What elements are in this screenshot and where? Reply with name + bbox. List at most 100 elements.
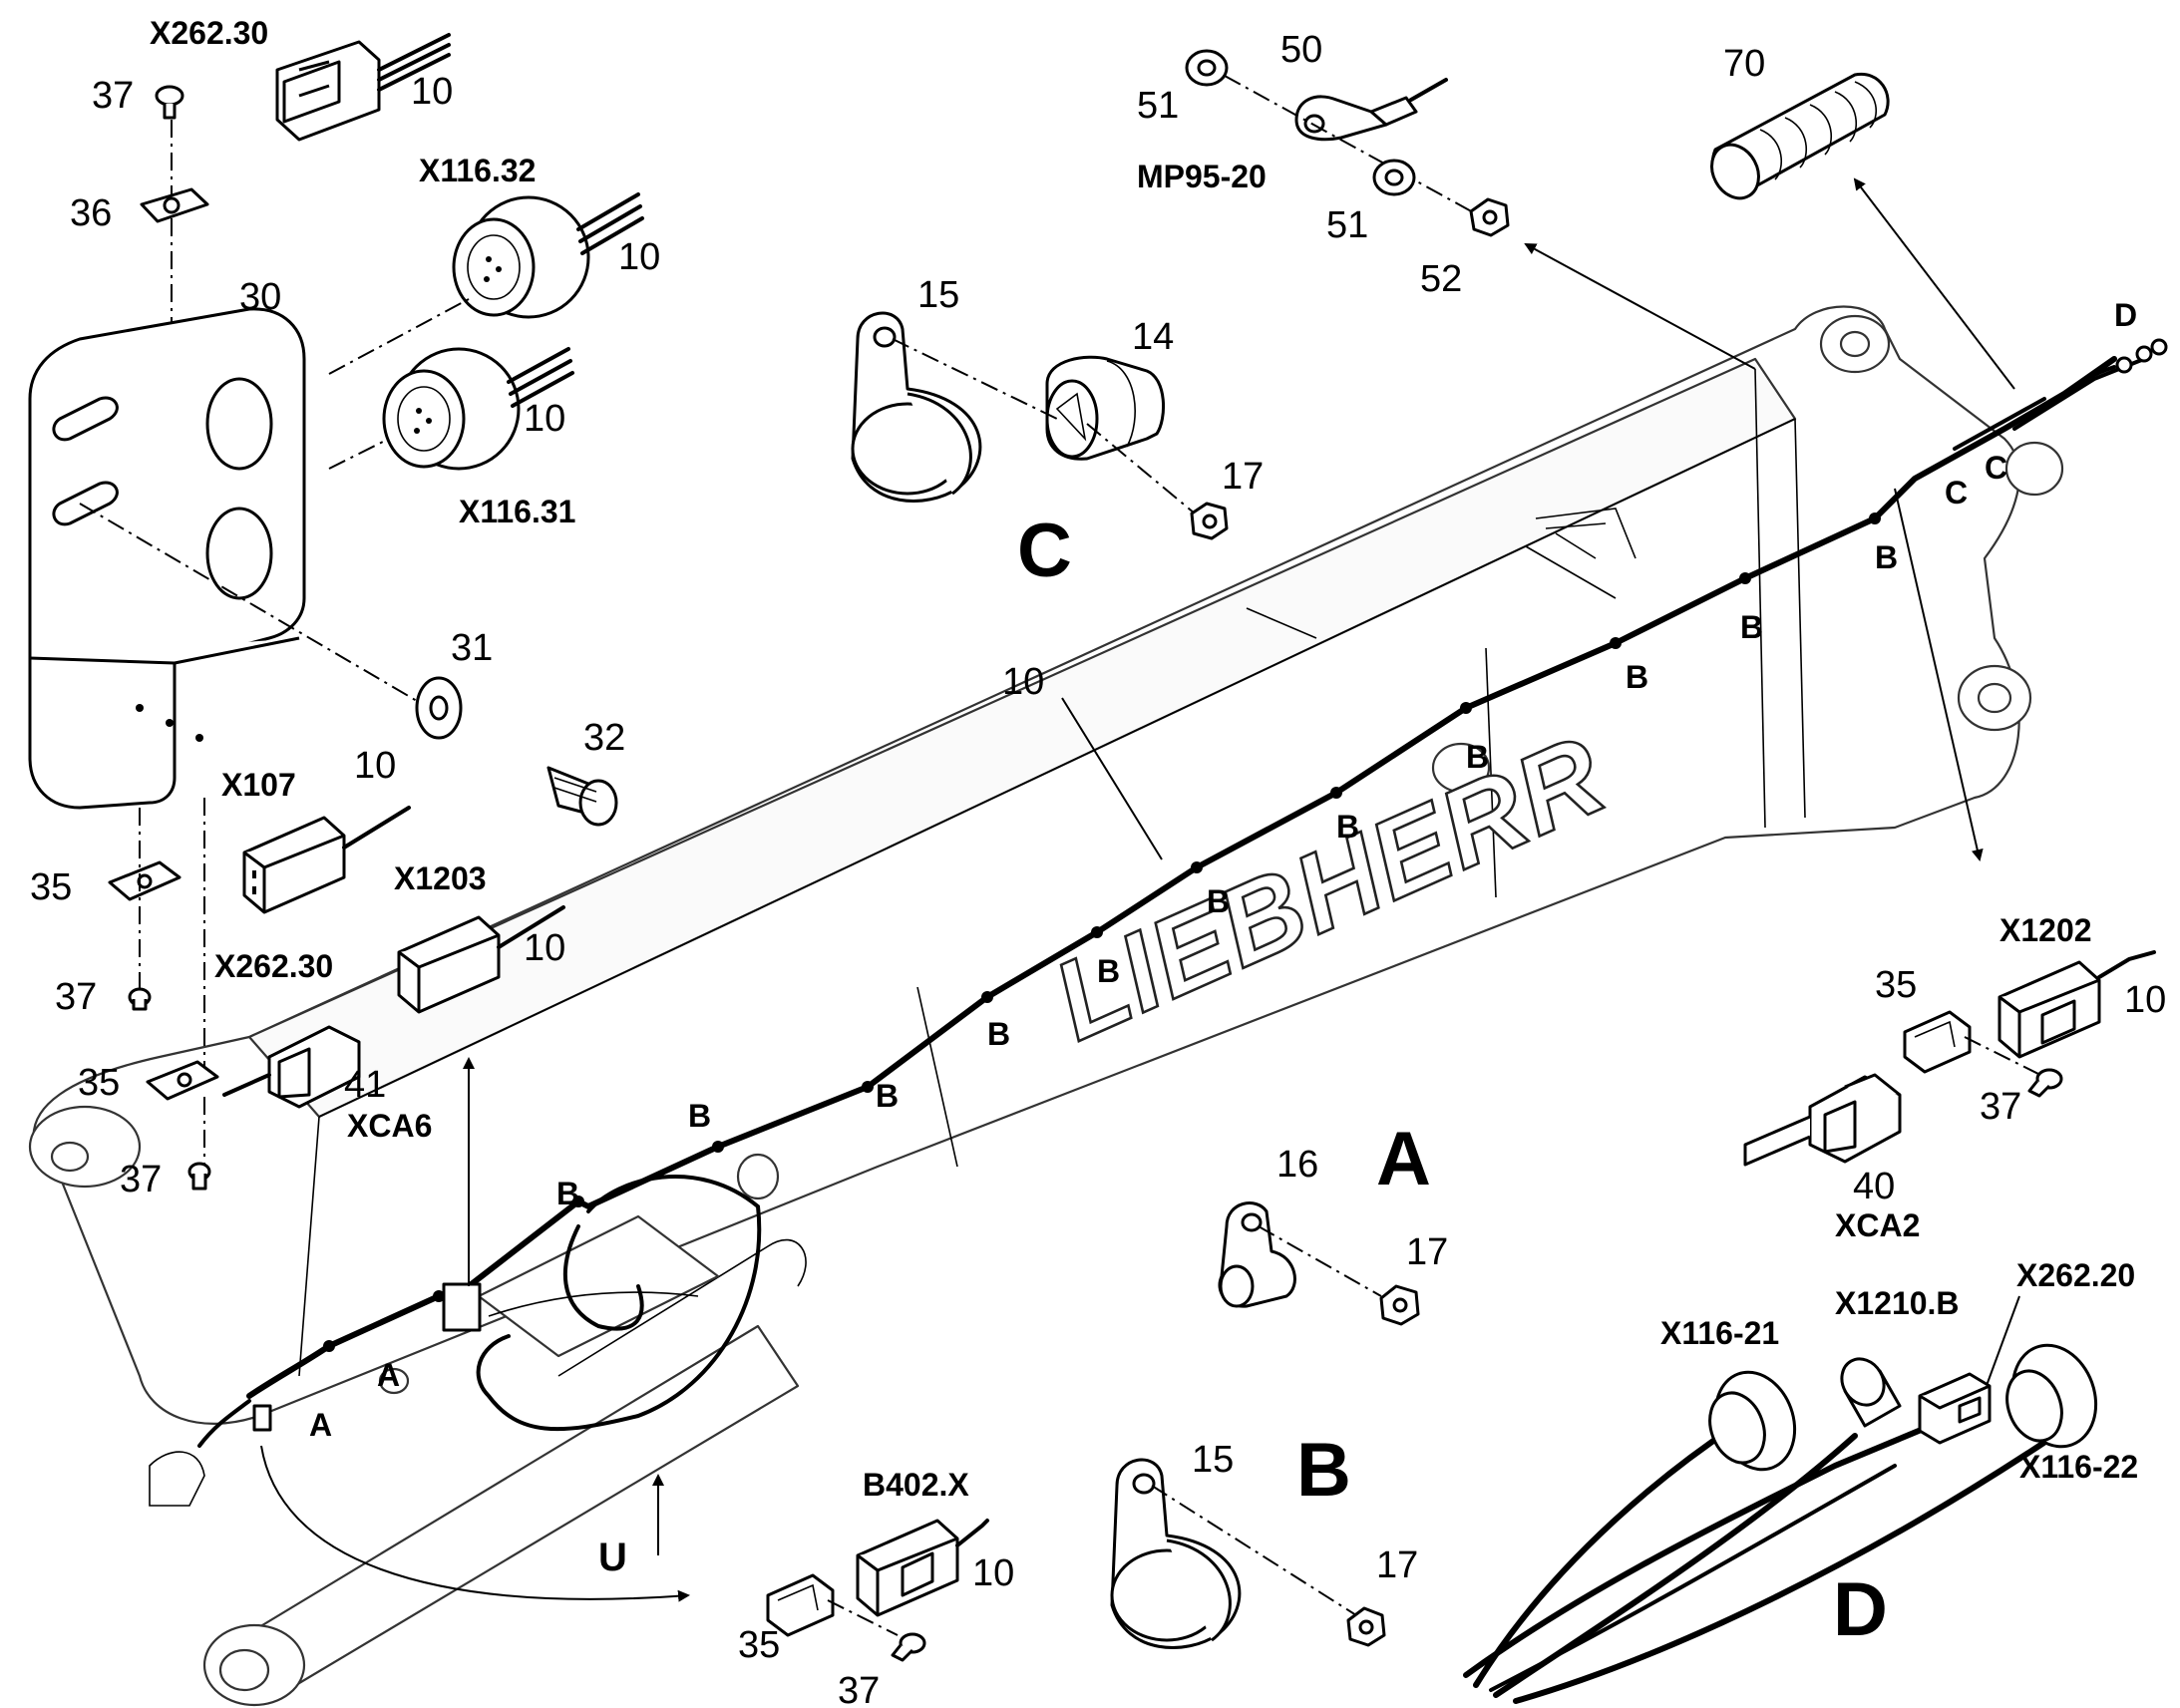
small-connector	[252, 1404, 272, 1432]
clip-label-c: C	[1945, 475, 1968, 511]
round-connector	[2005, 1343, 2098, 1449]
screw-part	[2027, 1068, 2063, 1098]
item-number: 52	[1420, 258, 1462, 300]
clip-label-b: B	[987, 1016, 1010, 1052]
item-number: 41	[344, 1064, 386, 1106]
clip-label-b: B	[1336, 809, 1359, 845]
screw-part	[155, 85, 184, 120]
screw-part	[891, 1632, 926, 1662]
connector-plug	[275, 33, 451, 142]
detail-right-connectors: X1202 10 35 37 40 XCA2	[1743, 488, 2166, 1243]
callout-main-harness: 10	[1002, 661, 1163, 860]
p-clip	[1218, 1201, 1296, 1308]
rectangular-connector	[856, 1519, 989, 1617]
nut-plate-part	[766, 1573, 835, 1637]
item-number: 10	[524, 927, 565, 969]
connector-plug	[1743, 1073, 1902, 1167]
connector-code: X262.30	[150, 15, 268, 51]
clip-label-a: A	[309, 1407, 332, 1443]
item-number: 32	[583, 717, 625, 759]
detail-section-c: 15 14 17 C	[851, 274, 1264, 593]
detail-spiral-sleeve: 70	[1710, 43, 2015, 390]
detail-section-b: 15 B 17	[1110, 1428, 1418, 1649]
item-number: 70	[1723, 43, 1765, 85]
cylindrical-sensor-plug	[1840, 1357, 1902, 1428]
item-number: 37	[92, 75, 134, 117]
bolt-part	[546, 766, 618, 827]
item-number: 17	[1222, 456, 1264, 498]
item-number: 35	[1875, 964, 1917, 1006]
item-number: 10	[972, 1552, 1014, 1594]
detail-section-a: A 16 17	[1218, 1117, 1448, 1326]
connector-plug	[222, 1025, 361, 1109]
round-connector	[1708, 1370, 1797, 1472]
rectangular-connector	[1998, 950, 2156, 1059]
item-number: 51	[1326, 204, 1368, 246]
nut-part	[1346, 1606, 1386, 1647]
harness-end-connector	[2115, 356, 2133, 374]
item-number: 51	[1137, 85, 1179, 127]
round-connector	[382, 347, 574, 471]
item-number: 15	[917, 274, 959, 316]
item-number: 10	[1002, 661, 1044, 703]
item-number: 37	[1980, 1086, 2021, 1128]
item-number: 10	[411, 71, 453, 113]
rectangular-connector	[1918, 1372, 1992, 1445]
detail-section-d: X116-21 X1210.B X262.20 X116-22 D	[1463, 1257, 2138, 1704]
clip-label-b: B	[1097, 953, 1120, 989]
detail-connector-bracket: X262.30 37 10 36 X116.32 10	[28, 15, 660, 1286]
connector-code: X116-22	[2019, 1449, 2138, 1485]
nut-plate-part	[1903, 1010, 1972, 1074]
connector-code: X116-21	[1660, 1315, 1779, 1351]
ring-terminal	[1294, 78, 1448, 142]
screw-part	[187, 1162, 211, 1191]
spiral-protection-sleeve	[1710, 72, 1890, 200]
rectangular-connector	[397, 905, 565, 1014]
section-label: B	[1296, 1428, 1351, 1513]
nut-part	[1190, 502, 1229, 540]
item-number: 50	[1280, 29, 1322, 71]
view-arrow-label: U	[598, 1536, 627, 1579]
rubber-insert	[1045, 355, 1166, 461]
connector-code: XCA2	[1835, 1207, 1920, 1243]
section-label: D	[1833, 1567, 1888, 1652]
item-number: 15	[1192, 1439, 1234, 1481]
harness-end-connector	[2150, 338, 2168, 356]
nut-part	[1379, 1284, 1420, 1326]
connector-code: X1210.B	[1835, 1285, 1960, 1321]
clip-label-d: D	[2114, 297, 2137, 333]
item-number: 35	[738, 1624, 780, 1666]
section-label: A	[1376, 1117, 1431, 1201]
item-number: 37	[55, 976, 97, 1018]
washer-part	[1372, 159, 1416, 196]
washer-part	[1185, 49, 1229, 87]
hose-clamp	[851, 311, 982, 503]
clip-label-b: B	[1875, 539, 1898, 575]
clip-label-b: B	[1626, 659, 1648, 695]
rectangular-connector	[242, 806, 411, 914]
connector-code: X107	[221, 767, 296, 803]
clip-label-c: C	[1985, 450, 2007, 486]
detail-sensor-connector: U B402.X 10 35 37	[260, 1445, 1014, 1708]
connector-code: X1202	[1999, 912, 2092, 948]
round-connector	[452, 192, 644, 319]
section-label: C	[1017, 509, 1072, 593]
hose-clamp	[1110, 1458, 1242, 1649]
washer-part	[415, 676, 463, 740]
clip-label-b: B	[1466, 739, 1489, 775]
detail-ground-point: 51 50 MP95-20 51 52	[1137, 29, 1756, 370]
item-number: 37	[838, 1670, 880, 1708]
clip-label-b: B	[688, 1098, 711, 1134]
clip-label-b: B	[876, 1078, 899, 1114]
connector-code: XCA6	[347, 1108, 432, 1144]
connector-code: X262.30	[214, 948, 333, 984]
clip-label-a: A	[377, 1357, 400, 1393]
mounting-bracket	[28, 307, 306, 810]
item-number: 17	[1406, 1231, 1448, 1273]
clip-label-b: B	[1740, 609, 1763, 645]
connector-code: X116.32	[419, 153, 536, 188]
item-number: 14	[1132, 316, 1174, 358]
item-number: 37	[120, 1159, 162, 1200]
connector-code: X116.31	[459, 494, 575, 529]
